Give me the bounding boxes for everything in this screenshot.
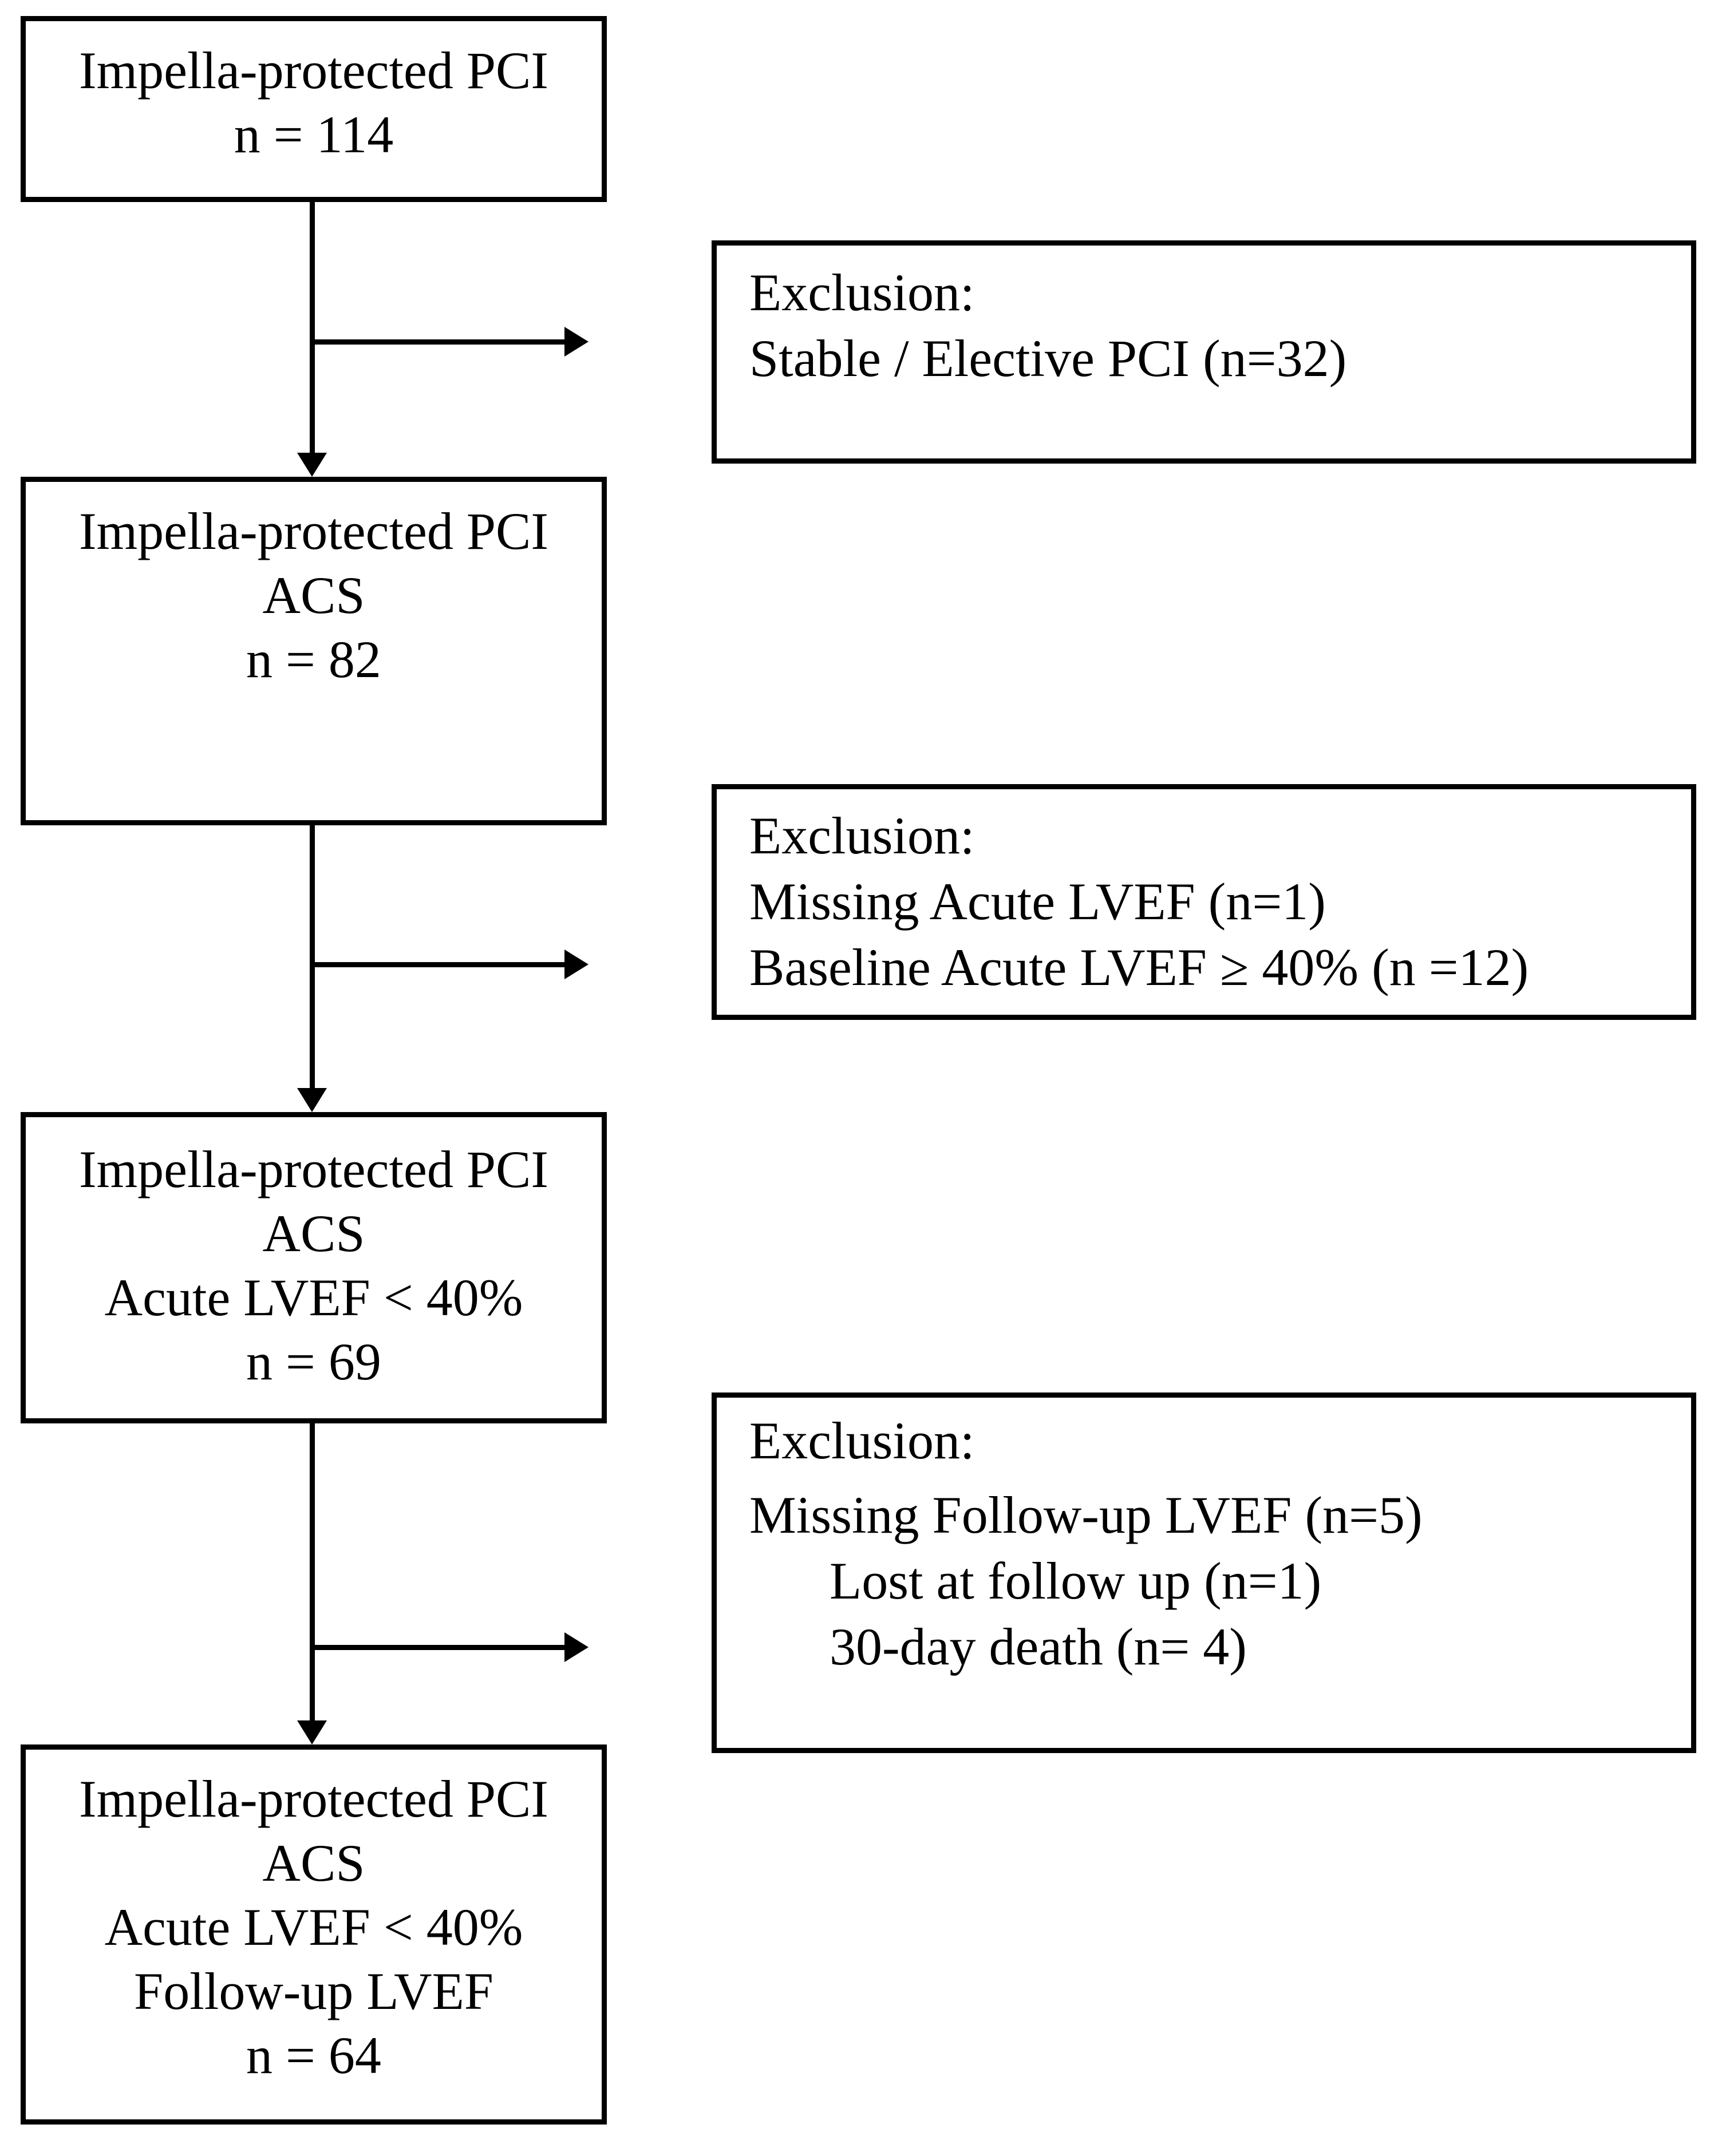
arrow-down-icon	[297, 1720, 327, 1744]
box-line: n = 82	[246, 630, 381, 689]
box-line: Exclusion:	[749, 263, 975, 322]
box-line: n = 114	[234, 105, 394, 164]
box-line: Impella-protected PCI	[78, 502, 549, 560]
arrow-right-shaft	[312, 339, 567, 345]
exclusion-box-missing-followup-lvef: Exclusion: Missing Follow-up LVEF (n=5) …	[712, 1393, 1696, 1753]
arrow-down-shaft	[310, 202, 315, 455]
box-line: n = 64	[246, 2026, 381, 2084]
arrow-down-shaft	[310, 825, 315, 1090]
box-line: Impella-protected PCI	[78, 1140, 549, 1198]
flow-box-impella-pci-acs-followup-lvef: Impella-protected PCI ACS Acute LVEF < 4…	[21, 1744, 607, 2125]
box-line: Impella-protected PCI	[78, 41, 549, 100]
exclusion-box-missing-acute-lvef: Exclusion: Missing Acute LVEF (n=1) Base…	[712, 784, 1696, 1020]
box-line: Acute LVEF < 40%	[104, 1268, 523, 1327]
arrow-right-icon	[564, 327, 589, 357]
flow-box-impella-pci: Impella-protected PCI n = 114	[21, 16, 607, 202]
box-line: Exclusion:	[749, 1411, 975, 1470]
box-line: Acute LVEF < 40%	[104, 1898, 523, 1956]
flow-box-impella-pci-acs-acute-lvef: Impella-protected PCI ACS Acute LVEF < 4…	[21, 1112, 607, 1423]
arrow-down-shaft	[310, 1423, 315, 1723]
box-line: Missing Acute LVEF (n=1)	[749, 872, 1326, 931]
arrow-down-icon	[297, 453, 327, 477]
box-line: n = 69	[246, 1332, 381, 1391]
box-line: Exclusion:	[749, 806, 975, 865]
arrow-down-icon	[297, 1088, 327, 1112]
box-line: Lost at follow up (n=1)	[830, 1552, 1322, 1610]
box-line: 30-day death (n= 4)	[830, 1617, 1247, 1676]
box-line: Impella-protected PCI	[78, 1770, 549, 1828]
box-line: ACS	[262, 1834, 365, 1892]
flow-box-impella-pci-acs: Impella-protected PCI ACS n = 82	[21, 477, 607, 825]
box-line: Missing Follow-up LVEF (n=5)	[749, 1486, 1423, 1544]
arrow-right-icon	[564, 950, 589, 979]
box-line: Stable / Elective PCI (n=32)	[749, 329, 1347, 387]
box-line: Follow-up LVEF	[134, 1962, 493, 2020]
arrow-right-icon	[564, 1632, 589, 1662]
arrow-right-shaft	[312, 962, 567, 967]
box-line: Baseline Acute LVEF ≥ 40% (n =12)	[749, 938, 1529, 996]
box-line: ACS	[262, 566, 365, 624]
arrow-right-shaft	[312, 1645, 567, 1650]
box-line: ACS	[262, 1204, 365, 1263]
exclusion-box-stable-elective: Exclusion: Stable / Elective PCI (n=32)	[712, 240, 1696, 464]
